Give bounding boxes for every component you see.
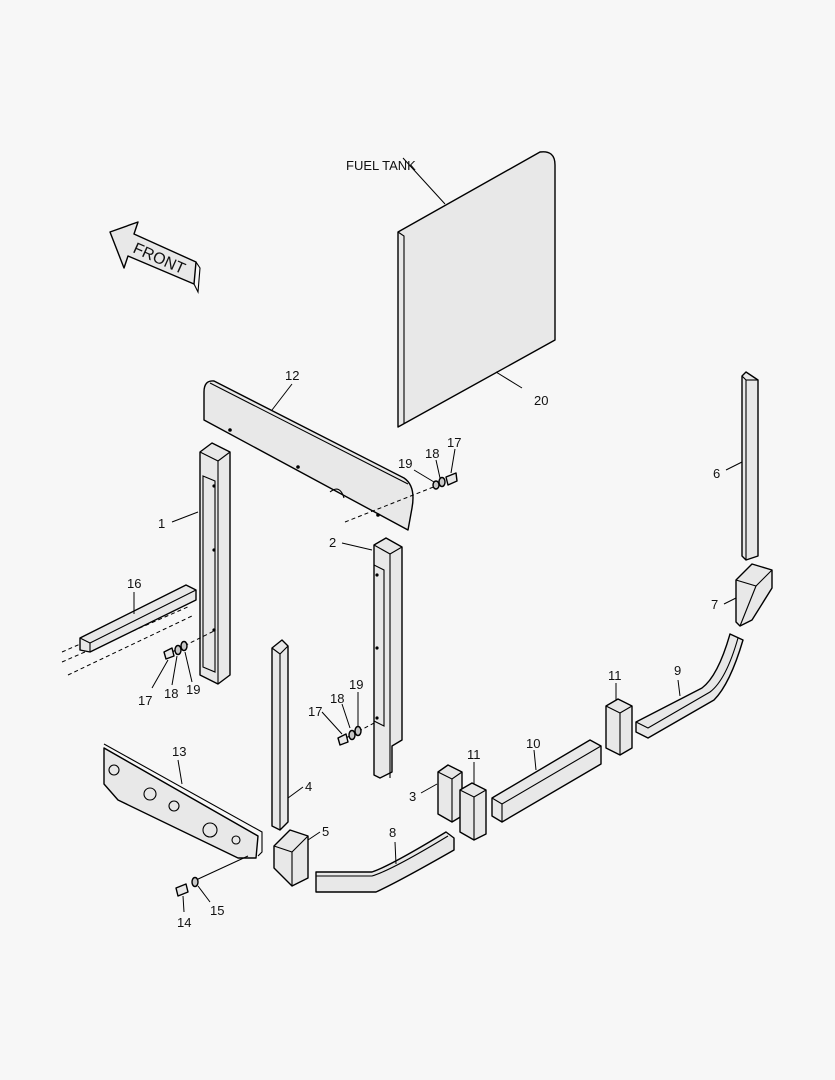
part-11-upper-block xyxy=(605,683,633,756)
part-1-left-post xyxy=(171,442,231,685)
label-14: 14 xyxy=(177,915,191,930)
part-2-right-post xyxy=(341,537,403,779)
label-8: 8 xyxy=(389,825,396,840)
label-20: 20 xyxy=(534,393,548,408)
label-12: 12 xyxy=(285,368,299,383)
hardware-group-top xyxy=(344,448,458,523)
label-fuel-tank: FUEL TANK xyxy=(346,158,416,173)
label-11-upper: 11 xyxy=(608,668,622,683)
part-4-tall-block xyxy=(271,639,304,831)
part-5-corner-block xyxy=(273,829,321,887)
label-18-left: 18 xyxy=(164,686,178,701)
label-19-top: 19 xyxy=(398,456,412,471)
part-13-bottom-plate xyxy=(103,743,263,859)
hardware-group-middle xyxy=(321,692,377,746)
label-5: 5 xyxy=(322,824,329,839)
label-11-lower: 11 xyxy=(467,747,481,762)
part-3-small-block xyxy=(420,764,463,823)
label-19-left: 19 xyxy=(186,682,200,697)
label-13: 13 xyxy=(172,744,186,759)
label-10: 10 xyxy=(526,736,540,751)
part-12-top-rail xyxy=(203,380,414,531)
hardware-group-bottom xyxy=(175,855,249,913)
part-10-straight-rail xyxy=(491,739,602,823)
label-6: 6 xyxy=(713,466,720,481)
label-7: 7 xyxy=(711,597,718,612)
label-17-middle: 17 xyxy=(308,704,322,719)
label-2: 2 xyxy=(329,535,336,550)
label-18-top: 18 xyxy=(425,446,439,461)
part-11-lower-block xyxy=(459,762,487,841)
part-7-corner-block xyxy=(723,563,773,627)
part-6-thin-post xyxy=(725,371,759,561)
part-16-left-rail xyxy=(61,584,197,676)
part-20-fuel-tank-panel xyxy=(397,151,556,428)
label-17-left: 17 xyxy=(138,693,152,708)
label-19-middle: 19 xyxy=(349,677,363,692)
hardware-group-left xyxy=(151,629,217,689)
part-9-curved-rail xyxy=(635,633,744,739)
front-arrow: FRONT xyxy=(109,221,201,295)
label-16: 16 xyxy=(127,576,141,591)
label-9: 9 xyxy=(674,663,681,678)
label-1: 1 xyxy=(158,516,165,531)
label-18-middle: 18 xyxy=(330,691,344,706)
label-4: 4 xyxy=(305,779,312,794)
label-15: 15 xyxy=(210,903,224,918)
label-3: 3 xyxy=(409,789,416,804)
label-17-top: 17 xyxy=(447,435,461,450)
part-8-curved-rail xyxy=(315,831,455,893)
